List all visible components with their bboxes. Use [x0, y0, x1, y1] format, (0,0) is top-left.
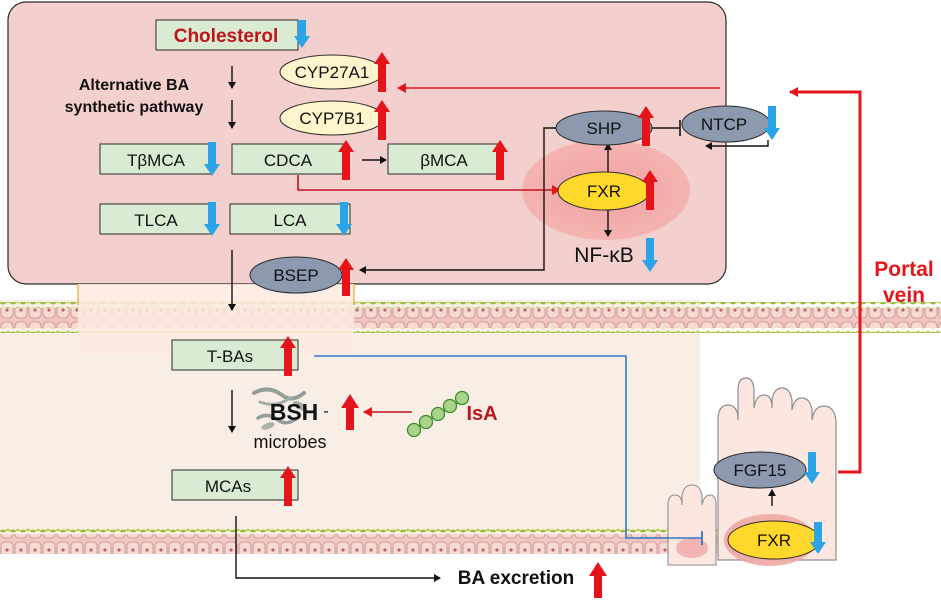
tlca-label: TLCA — [134, 211, 178, 230]
tbas-label: T-BAs — [207, 347, 253, 366]
fgf15-down-arrow-icon — [804, 452, 820, 484]
tbmca-down-arrow-icon — [204, 142, 220, 176]
bmca-up-arrow-icon — [492, 140, 508, 180]
fxr-liver-up-arrow-icon — [642, 170, 658, 210]
tbas-box — [171, 339, 299, 371]
bsh-microbes-illustration — [252, 387, 308, 430]
cdca-label: CDCA — [264, 151, 313, 170]
fgf15-oval — [713, 451, 807, 489]
shp-up-arrow-icon — [638, 106, 654, 146]
lca-box — [229, 203, 351, 235]
cholesterol-down-arrow-icon — [294, 20, 310, 48]
fxr-intestine-down-arrow-icon — [810, 522, 826, 554]
pathway-label-line1: Alternative BA — [79, 77, 190, 94]
bsh-up-arrow-icon — [341, 394, 359, 430]
bmca-box — [387, 143, 501, 175]
cyp7b1-up-arrow-icon — [374, 100, 390, 140]
cholesterol-box — [155, 19, 299, 51]
cdca-to-fxr-line — [297, 175, 561, 195]
villus-small — [667, 484, 717, 566]
bmca-label: βMCA — [420, 151, 468, 170]
fxr-liver-label: FXR — [587, 182, 621, 201]
arrow-ntcp-return — [705, 140, 769, 150]
ntcp-down-arrow-icon — [764, 106, 780, 140]
ba-excretion-label: BA excretion — [458, 568, 575, 589]
portal-label-line1: Portal — [874, 258, 934, 281]
microbes-label: microbes — [253, 432, 326, 452]
isa-molecule-icon — [406, 390, 470, 438]
shp-label: SHP — [587, 119, 622, 138]
arrow-shp-bsep — [359, 127, 560, 274]
lca-down-arrow-icon — [336, 202, 352, 236]
bsep-label: BSEP — [273, 266, 318, 285]
cdca-up-arrow-icon — [338, 140, 354, 180]
cyp27a1-up-arrow-icon — [374, 52, 390, 92]
tbas-to-fxr-line — [314, 355, 702, 539]
bsep-up-arrow-icon — [338, 258, 354, 296]
bsh-dash: - — [323, 403, 328, 420]
ntcp-label: NTCP — [701, 115, 747, 134]
nfkb-down-arrow-icon — [642, 238, 658, 272]
tlca-box — [99, 203, 213, 235]
lower-epithelium — [0, 528, 720, 554]
fxr-intestine-label: FXR — [757, 531, 791, 550]
cyp27a1-label: CYP27A1 — [295, 63, 370, 82]
shp-oval — [555, 110, 653, 146]
nfkb-label: NF-κB — [574, 244, 634, 267]
lca-label: LCA — [273, 211, 307, 230]
pathway-label-line2: synthetic pathway — [65, 99, 204, 116]
arrow-mcas-excretion — [235, 516, 441, 582]
portal-label-line2: vein — [883, 284, 925, 307]
cyp7b1-label: CYP7B1 — [299, 109, 364, 128]
tbmca-label: TβMCA — [127, 151, 186, 170]
mcas-box — [171, 469, 299, 501]
tbas-up-arrow-icon — [280, 336, 296, 376]
cholesterol-label: Cholesterol — [174, 26, 279, 47]
tbmca-box — [99, 143, 213, 175]
excretion-up-arrow-icon — [589, 562, 607, 598]
bsh-label: BSH — [270, 399, 319, 425]
portal-vein-line — [789, 87, 862, 474]
isa-label: IsA — [466, 403, 497, 425]
fgf15-label: FGF15 — [734, 461, 787, 480]
mcas-label: MCAs — [205, 477, 251, 496]
tlca-down-arrow-icon — [204, 202, 220, 236]
mcas-up-arrow-icon — [280, 466, 296, 506]
